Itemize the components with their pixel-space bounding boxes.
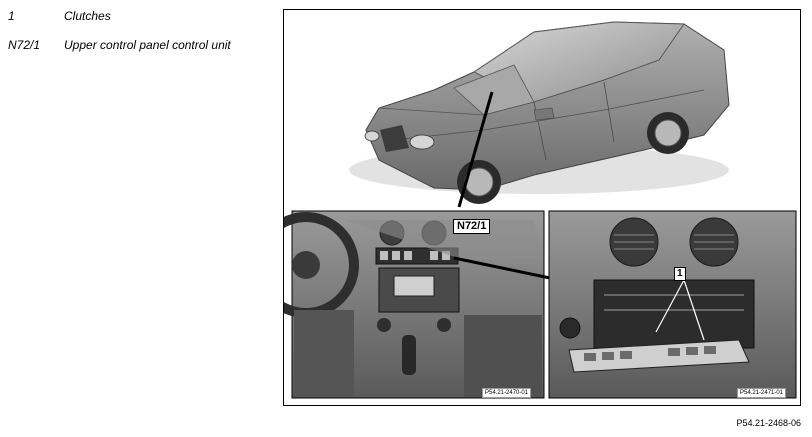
pointer-line-interior [457, 91, 494, 208]
right-photo-removed-panel [548, 210, 797, 399]
left-photo-reference: P54.21-2470-01 [482, 388, 532, 398]
figure-reference: P54.21-2468-06 [736, 418, 801, 428]
left-photo-dashboard [284, 210, 545, 399]
legend-item-clutches: 1 Clutches [8, 9, 111, 23]
legend-code: 1 [8, 9, 15, 23]
callout-n72-1: N72/1 [453, 219, 491, 234]
legend-description: Upper control panel control unit [64, 38, 231, 52]
right-photo-reference: P54.21-2471-01 [737, 388, 787, 398]
figure-frame: N72/1 1 P54.21-2470-01 P54.21-2471-01 [283, 9, 801, 406]
car-illustration [349, 21, 730, 204]
legend-item-control-unit: N72/1 Upper control panel control unit [8, 38, 231, 52]
callout-clutches: 1 [674, 267, 686, 281]
legend-description: Clutches [64, 9, 111, 23]
pointer-line-between-photos [453, 256, 551, 280]
figure-illustration [284, 21, 797, 399]
legend-code: N72/1 [8, 38, 41, 52]
